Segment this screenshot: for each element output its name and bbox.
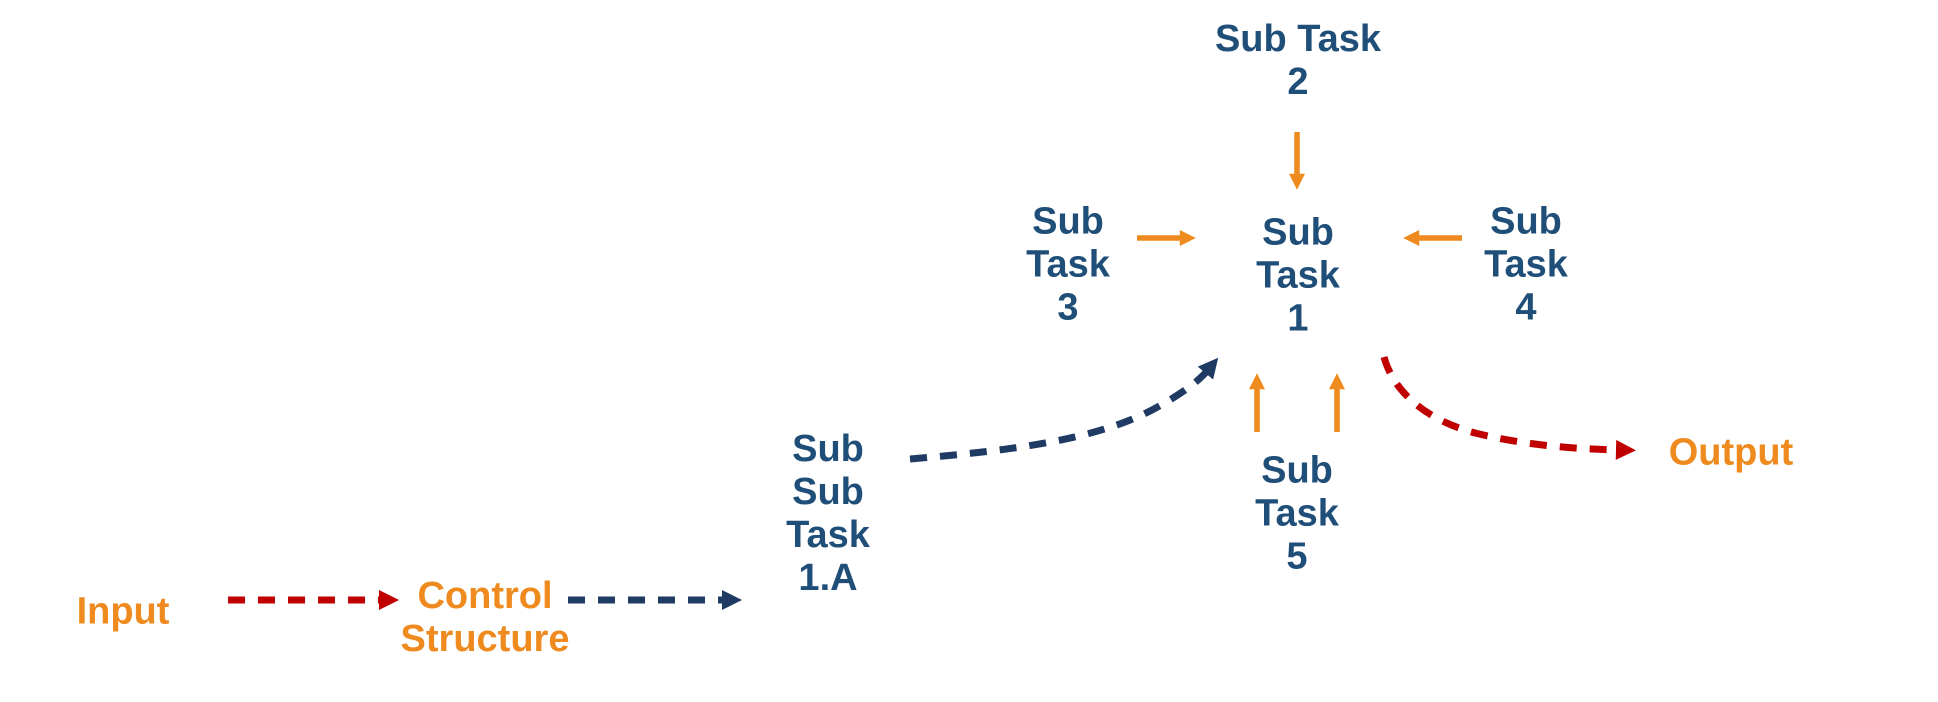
sub-task-2-label: Sub Task 2: [1214, 18, 1382, 103]
sub-task-5-label: Sub Task 5: [1255, 449, 1339, 578]
control-structure-label: Control Structure: [400, 575, 570, 660]
sub-task-1-label: Sub Task 1: [1256, 211, 1340, 340]
input-label: Input: [76, 590, 170, 633]
sub-sub-task-1a-label: Sub Sub Task 1.A: [786, 428, 870, 599]
arrow-sub-task-1-to-output: [1380, 356, 1636, 460]
sub-task-4-label: Sub Task 4: [1484, 200, 1568, 329]
sub-task-3-label: Sub Task 3: [1026, 200, 1110, 329]
arrow-sub-sub-task-1a-to-sub-task-1: [909, 357, 1219, 463]
output-label: Output: [1668, 431, 1794, 474]
